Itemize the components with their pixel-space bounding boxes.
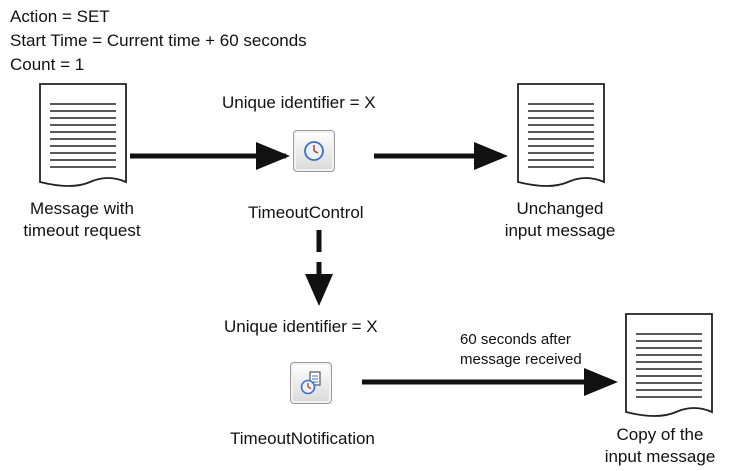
timeout-notification-label: TimeoutNotification — [230, 429, 375, 448]
unchanged-message-caption-line1: Unchanged — [516, 199, 604, 218]
delay-label-line2: message received — [460, 351, 582, 368]
delay-label-line1: 60 seconds after — [460, 331, 571, 348]
copy-message-caption-line1: Copy of the — [616, 425, 704, 444]
control-identifier-label: Unique identifier = X — [222, 93, 376, 112]
timeout-notification-node[interactable] — [290, 362, 332, 404]
copy-message-document-icon — [625, 313, 713, 417]
timeout-control-label: TimeoutControl — [248, 203, 364, 222]
arrow-input-to-control-head — [256, 142, 290, 170]
unchanged-message-document-icon — [517, 83, 605, 187]
unchanged-message-caption-line2: input message — [504, 221, 616, 240]
clock-message-icon — [300, 371, 321, 395]
input-message-caption-line1: Message with — [30, 199, 134, 218]
arrow-control-to-unchanged-head — [474, 142, 508, 170]
clock-icon — [304, 141, 324, 161]
input-message-caption-line2: timeout request — [23, 221, 141, 240]
start-time-text: Start Time = Current time + 60 seconds — [10, 31, 307, 50]
timeout-control-node[interactable] — [293, 130, 335, 172]
count-text: Count = 1 — [10, 55, 85, 74]
notification-identifier-label: Unique identifier = X — [224, 317, 378, 336]
arrow-control-to-notification — [305, 230, 333, 306]
arrow-notification-to-copy-head — [584, 368, 618, 396]
action-text: Action = SET — [10, 7, 110, 26]
input-message-document-icon — [39, 83, 127, 187]
copy-message-caption-line2: input message — [604, 447, 716, 466]
